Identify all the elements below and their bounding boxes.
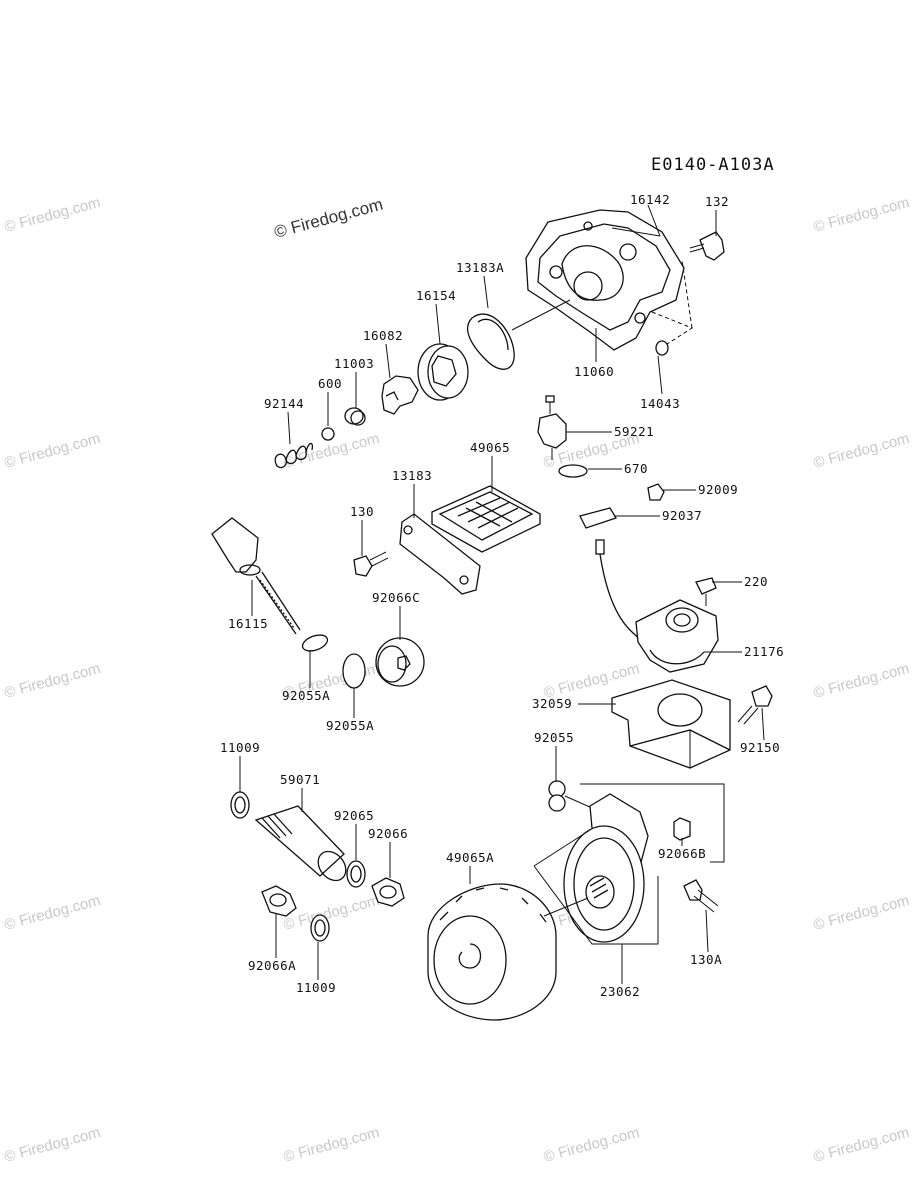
part-13183-gasket-plate[interactable]: [399, 513, 481, 595]
part-59071-relief-valve[interactable]: [254, 805, 351, 886]
label-13183A[interactable]: 13183A: [456, 260, 504, 275]
label-16082[interactable]: 16082: [363, 328, 403, 343]
part-59221-oil-pressure-switch[interactable]: [537, 395, 567, 460]
label-32059[interactable]: 32059: [532, 696, 572, 711]
part-16115-dipstick[interactable]: [211, 517, 301, 635]
label-11009[interactable]: 11009: [296, 980, 336, 995]
part-92066B-plug[interactable]: [673, 817, 691, 841]
label-670[interactable]: 670: [624, 461, 648, 476]
part-13183A-gasket[interactable]: [467, 313, 515, 370]
part-92055A-o-ring-1[interactable]: [300, 632, 329, 654]
watermark: © Firedog.com: [812, 660, 912, 702]
part-600-ball[interactable]: [321, 427, 335, 441]
part-130-bolt[interactable]: [353, 551, 389, 577]
label-92037[interactable]: 92037: [662, 508, 702, 523]
label-92055A[interactable]: 92055A: [282, 688, 330, 703]
leader-line: [564, 795, 593, 809]
label-23062[interactable]: 23062: [600, 984, 640, 999]
watermark: © Firedog.com: [812, 1124, 912, 1166]
label-13183[interactable]: 13183: [392, 468, 432, 483]
label-600[interactable]: 600: [318, 376, 342, 391]
label-59221[interactable]: 59221: [614, 424, 654, 439]
label-11060[interactable]: 11060: [574, 364, 614, 379]
label-11009[interactable]: 11009: [220, 740, 260, 755]
part-92066-plug[interactable]: [371, 877, 405, 907]
watermark-main: © Firedog.com: [272, 195, 385, 242]
part-11003-collar[interactable]: [344, 407, 366, 426]
leader-line: [511, 299, 571, 331]
label-220[interactable]: 220: [744, 574, 768, 589]
part-16082-inner-rotor[interactable]: [381, 375, 419, 415]
label-11003[interactable]: 11003: [334, 356, 374, 371]
part-labels: 16142 132 13183A 16154 16082 11003 600 9…: [220, 192, 784, 999]
part-11060-pump-cover[interactable]: [525, 209, 685, 351]
part-32059-bracket[interactable]: [611, 679, 731, 769]
label-92066A[interactable]: 92066A: [248, 958, 296, 973]
label-92065[interactable]: 92065: [334, 808, 374, 823]
part-92055-o-ring[interactable]: [548, 780, 566, 812]
label-130[interactable]: 130: [350, 504, 374, 519]
part-670-o-ring[interactable]: [558, 464, 588, 478]
label-92066B[interactable]: 92066B: [658, 846, 706, 861]
label-92066[interactable]: 92066: [368, 826, 408, 841]
part-92066C-plug[interactable]: [375, 637, 425, 687]
part-92037-clamp[interactable]: [579, 507, 617, 529]
watermark: © Firedog.com: [3, 194, 103, 236]
part-49065-strainer[interactable]: [431, 485, 541, 553]
watermark: © Firedog.com: [812, 194, 912, 236]
label-49065A[interactable]: 49065A: [446, 850, 494, 865]
dashed-guide: [681, 259, 693, 329]
label-92066C[interactable]: 92066C: [372, 590, 420, 605]
dashed-guide: [651, 311, 694, 347]
watermarks: © Firedog.com © Firedog.com © Firedog.co…: [3, 194, 912, 1166]
part-132-bolt[interactable]: [689, 231, 725, 261]
part-11009-washer-2[interactable]: [310, 914, 330, 942]
watermark: © Firedog.com: [812, 430, 912, 472]
watermark: © Firedog.com: [542, 1124, 642, 1166]
label-16154[interactable]: 16154: [416, 288, 456, 303]
label-16142[interactable]: 16142: [630, 192, 670, 207]
label-132[interactable]: 132: [705, 194, 729, 209]
part-49065A-oil-filter[interactable]: [427, 883, 557, 1021]
watermark: © Firedog.com: [282, 892, 382, 934]
label-130A[interactable]: 130A: [690, 952, 722, 967]
bracket-outline: [533, 783, 725, 945]
label-21176[interactable]: 21176: [744, 644, 784, 659]
leader-line: [543, 897, 589, 917]
part-21176-solenoid[interactable]: [635, 599, 719, 673]
watermark: © Firedog.com: [812, 892, 912, 934]
label-49065[interactable]: 49065: [470, 440, 510, 455]
part-16154-rotor[interactable]: [417, 343, 469, 401]
label-92150[interactable]: 92150: [740, 740, 780, 755]
part-14043-ring[interactable]: [655, 340, 669, 356]
diagram-code: E0140-A103A: [651, 155, 775, 175]
part-92144-spring[interactable]: [274, 442, 314, 469]
watermark: © Firedog.com: [282, 1124, 382, 1166]
watermark: © Firedog.com: [3, 1124, 103, 1166]
watermark: © Firedog.com: [3, 892, 103, 934]
part-92065-washer[interactable]: [346, 860, 366, 888]
watermark: © Firedog.com: [3, 430, 103, 472]
part-11009-washer-1[interactable]: [230, 791, 250, 819]
label-16115[interactable]: 16115: [228, 616, 268, 631]
label-92144[interactable]: 92144: [264, 396, 304, 411]
part-92009-screw[interactable]: [647, 483, 665, 501]
label-92055A[interactable]: 92055A: [326, 718, 374, 733]
part-220-screw[interactable]: [695, 577, 717, 606]
part-92055A-o-ring-2[interactable]: [342, 653, 366, 689]
leader-lines: [239, 204, 765, 984]
part-92066A-plug[interactable]: [261, 885, 297, 917]
part-23062-oil-filter-bracket[interactable]: [563, 793, 649, 943]
label-92009[interactable]: 92009: [698, 482, 738, 497]
label-59071[interactable]: 59071: [280, 772, 320, 787]
part-130A-bolt[interactable]: [683, 879, 719, 913]
part-92150-bolt[interactable]: [737, 685, 773, 725]
label-92055[interactable]: 92055: [534, 730, 574, 745]
watermark: © Firedog.com: [3, 660, 103, 702]
label-14043[interactable]: 14043: [640, 396, 680, 411]
